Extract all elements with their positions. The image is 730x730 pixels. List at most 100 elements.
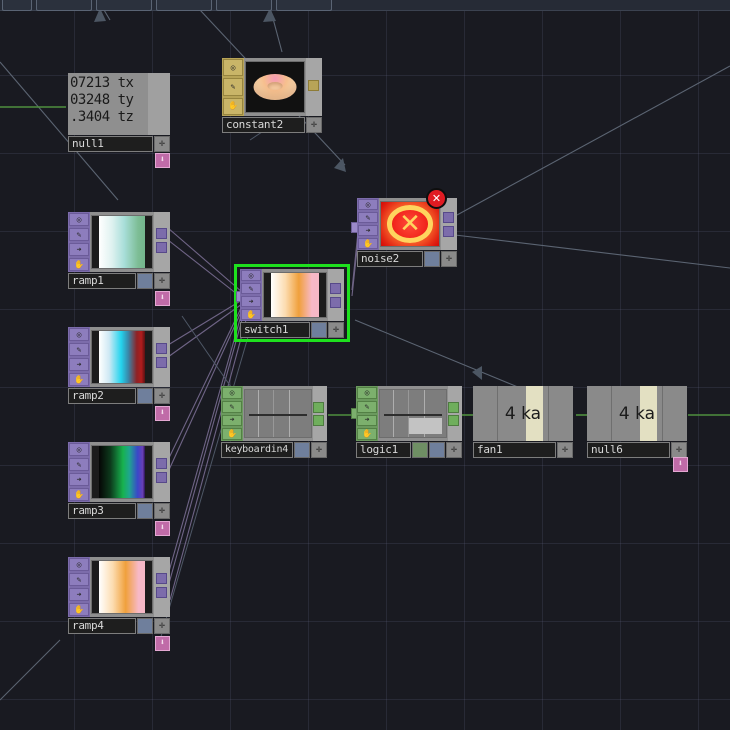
display-icon[interactable]: ◎ bbox=[69, 558, 89, 571]
template-icon[interactable]: ✎ bbox=[358, 212, 378, 223]
node-logic1[interactable]: ◎ ✎ ➜ ✋ logic1 ✛ bbox=[351, 386, 462, 458]
ramp1-body[interactable]: ◎ ✎ ➜ ✋ bbox=[68, 212, 170, 272]
logic1-name-field[interactable]: logic1 bbox=[356, 442, 411, 458]
ramp2-down-flag[interactable]: ⬇ bbox=[155, 406, 170, 421]
fan1-add-button[interactable]: ✛ bbox=[557, 442, 573, 458]
null6-name-bar[interactable]: null6 ✛ bbox=[587, 442, 687, 458]
ramp3-down-flag[interactable]: ⬇ bbox=[155, 521, 170, 536]
ramp4-output-column[interactable] bbox=[154, 557, 170, 617]
null6-body[interactable]: 4 ka bbox=[587, 386, 687, 441]
ramp1-name-bar[interactable]: ramp1 ✛ bbox=[68, 273, 170, 289]
logic1-output-dot-1[interactable] bbox=[448, 402, 459, 413]
keyboardin4-output-dot-1[interactable] bbox=[313, 402, 324, 413]
node-keyboardin4[interactable]: ◎ ✎ ➜ ✋ keyboardin4 ✛ bbox=[221, 386, 327, 458]
noise2-output-dot-1[interactable] bbox=[443, 212, 454, 223]
lock-icon[interactable]: ✋ bbox=[223, 97, 243, 115]
ramp1-output-dot-2[interactable] bbox=[156, 242, 167, 253]
ramp3-name-bar[interactable]: ramp3 ✛ bbox=[68, 503, 170, 519]
ramp4-flag-column[interactable]: ◎ ✎ ➜ ✋ bbox=[68, 557, 90, 617]
ramp2-body[interactable]: ◎ ✎ ➜ ✋ bbox=[68, 327, 170, 387]
noise2-name-field[interactable]: noise2 bbox=[357, 251, 423, 267]
bypass-icon[interactable]: ➜ bbox=[69, 243, 89, 256]
lock-icon[interactable]: ✋ bbox=[358, 238, 378, 249]
ramp4-render-button[interactable] bbox=[137, 618, 153, 634]
ramp3-flag-column[interactable]: ◎ ✎ ➜ ✋ bbox=[68, 442, 90, 502]
ramp1-output-dot-1[interactable] bbox=[156, 228, 167, 239]
bypass-icon[interactable]: ➜ bbox=[69, 473, 89, 486]
ramp2-name-field[interactable]: ramp2 bbox=[68, 388, 136, 404]
keyboardin4-render-button[interactable] bbox=[294, 442, 310, 458]
ramp2-render-button[interactable] bbox=[137, 388, 153, 404]
template-icon[interactable]: ✎ bbox=[241, 283, 261, 294]
ramp3-name-field[interactable]: ramp3 bbox=[68, 503, 136, 519]
node-constant2[interactable]: ◎ ✎ ✋ constant2 ✛ bbox=[222, 58, 322, 133]
lock-icon[interactable]: ✋ bbox=[241, 309, 261, 320]
ramp4-down-flag[interactable]: ⬇ bbox=[155, 636, 170, 651]
keyboardin4-name-bar[interactable]: keyboardin4 ✛ bbox=[221, 442, 327, 458]
toolbar-tab-5[interactable] bbox=[216, 0, 272, 11]
lock-icon[interactable]: ✋ bbox=[222, 428, 242, 440]
ramp2-add-button[interactable]: ✛ bbox=[154, 388, 170, 404]
node-null1[interactable]: 07213 tx 03248 ty .3404 tz null1 ✛ ⬇ bbox=[68, 73, 170, 168]
switch1-add-button[interactable]: ✛ bbox=[328, 322, 344, 338]
ramp3-output-dot-2[interactable] bbox=[156, 472, 167, 483]
switch1-output-column[interactable] bbox=[328, 269, 344, 321]
switch1-flag-column[interactable]: ◎ ✎ ➜ ✋ bbox=[240, 269, 262, 321]
logic1-output-dot-2[interactable] bbox=[448, 415, 459, 426]
template-icon[interactable]: ✎ bbox=[69, 458, 89, 471]
node-null6[interactable]: 4 ka null6 ✛ bbox=[587, 386, 687, 458]
logic1-flag-column[interactable]: ◎ ✎ ➜ ✋ bbox=[356, 386, 378, 441]
lock-icon[interactable]: ✋ bbox=[69, 603, 89, 616]
null1-output-column[interactable] bbox=[148, 73, 170, 135]
switch1-output-dot-1[interactable] bbox=[330, 283, 341, 294]
ramp1-down-flag[interactable]: ⬇ bbox=[155, 291, 170, 306]
constant2-name-field[interactable]: constant2 bbox=[222, 117, 305, 133]
constant2-body[interactable]: ◎ ✎ ✋ bbox=[222, 58, 322, 116]
bypass-icon[interactable]: ➜ bbox=[241, 296, 261, 307]
template-icon[interactable]: ✎ bbox=[69, 573, 89, 586]
display-icon[interactable]: ◎ bbox=[69, 443, 89, 456]
fan1-name-bar[interactable]: fan1 ✛ bbox=[473, 442, 573, 458]
logic1-add-button[interactable]: ✛ bbox=[446, 442, 462, 458]
toolbar-tab-4[interactable] bbox=[156, 0, 212, 11]
toolbar-tab-6[interactable] bbox=[276, 0, 332, 11]
ramp4-add-button[interactable]: ✛ bbox=[154, 618, 170, 634]
ramp4-name-field[interactable]: ramp4 bbox=[68, 618, 136, 634]
fan1-name-field[interactable]: fan1 bbox=[473, 442, 556, 458]
ramp4-body[interactable]: ◎ ✎ ➜ ✋ bbox=[68, 557, 170, 617]
ramp3-render-button[interactable] bbox=[137, 503, 153, 519]
ramp1-render-button[interactable] bbox=[137, 273, 153, 289]
null1-down-flag[interactable]: ⬇ bbox=[155, 153, 170, 168]
bypass-icon[interactable]: ➜ bbox=[69, 588, 89, 601]
keyboardin4-name-field[interactable]: keyboardin4 bbox=[221, 442, 293, 458]
constant2-flag-column[interactable]: ◎ ✎ ✋ bbox=[222, 58, 244, 116]
constant2-output-column[interactable] bbox=[306, 58, 322, 116]
display-icon[interactable]: ◎ bbox=[222, 387, 242, 399]
toolbar-tab-1[interactable] bbox=[2, 0, 32, 11]
node-fan1[interactable]: 4 ka fan1 ✛ bbox=[473, 386, 573, 458]
null1-name-bar[interactable]: null1 ✛ bbox=[68, 136, 170, 152]
ramp4-output-dot-2[interactable] bbox=[156, 587, 167, 598]
toolbar-tab-2[interactable] bbox=[36, 0, 92, 11]
logic1-name-bar[interactable]: logic1 ✛ bbox=[356, 442, 462, 458]
template-icon[interactable]: ✎ bbox=[222, 400, 242, 413]
keyboardin4-body[interactable]: ◎ ✎ ➜ ✋ bbox=[221, 386, 327, 441]
noise2-flag-column[interactable]: ◎ ✎ ➜ ✋ bbox=[357, 198, 379, 250]
node-ramp2[interactable]: ◎ ✎ ➜ ✋ ramp2 ✛ ⬇ bbox=[68, 327, 170, 421]
noise2-render-button[interactable] bbox=[424, 251, 440, 267]
display-icon[interactable]: ◎ bbox=[223, 59, 243, 77]
null1-add-button[interactable]: ✛ bbox=[154, 136, 170, 152]
node-noise2[interactable]: ◎ ✎ ➜ ✋ ✕ noise2 ✛ ✕ bbox=[351, 188, 457, 267]
bypass-icon[interactable]: ➜ bbox=[358, 225, 378, 236]
ramp1-flag-column[interactable]: ◎ ✎ ➜ ✋ bbox=[68, 212, 90, 272]
keyboardin4-output-column[interactable] bbox=[313, 386, 327, 441]
top-toolbar[interactable] bbox=[0, 0, 730, 11]
keyboardin4-output-dot-2[interactable] bbox=[313, 415, 324, 426]
noise2-output-column[interactable] bbox=[441, 198, 457, 250]
node-ramp3[interactable]: ◎ ✎ ➜ ✋ ramp3 ✛ ⬇ bbox=[68, 442, 170, 536]
ramp2-output-dot-2[interactable] bbox=[156, 357, 167, 368]
noise2-add-button[interactable]: ✛ bbox=[441, 251, 457, 267]
noise2-error-badge[interactable]: ✕ bbox=[426, 188, 447, 209]
ramp4-output-dot-1[interactable] bbox=[156, 573, 167, 584]
